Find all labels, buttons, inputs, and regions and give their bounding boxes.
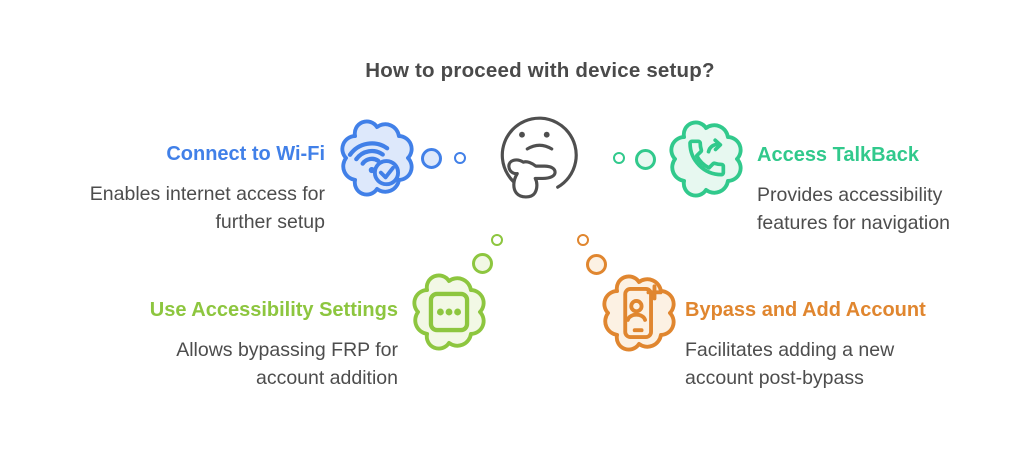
thought-bubble-dot bbox=[577, 234, 589, 246]
thought-bubble-dot bbox=[491, 234, 503, 246]
item-connect-wifi-text: Connect to Wi-Fi Enables internet access… bbox=[90, 143, 325, 236]
bypass-thought-cloud bbox=[596, 270, 682, 356]
phone-forward-icon bbox=[669, 120, 743, 198]
thinking-face-icon bbox=[497, 112, 585, 200]
page-title: How to proceed with device setup? bbox=[365, 59, 715, 82]
accessibility-thought-cloud bbox=[406, 269, 492, 355]
settings-dots-icon bbox=[412, 273, 486, 351]
wifi-thought-cloud bbox=[334, 115, 420, 201]
access-talkback-heading: Access TalkBack bbox=[757, 144, 919, 166]
thought-bubble-dot bbox=[586, 254, 607, 275]
connect-wifi-heading: Connect to Wi-Fi bbox=[166, 143, 325, 165]
item-access-talkback-text: Access TalkBack Provides accessibility f… bbox=[757, 144, 950, 237]
accessibility-settings-description: Allows bypassing FRP for account additio… bbox=[176, 339, 398, 389]
thought-bubble-dot bbox=[472, 253, 493, 274]
connect-wifi-description: Enables internet access for further setu… bbox=[89, 183, 325, 233]
thought-bubble-dot bbox=[421, 148, 442, 169]
bypass-add-account-heading: Bypass and Add Account bbox=[685, 299, 926, 321]
item-accessibility-settings-text: Use Accessibility Settings Allows bypass… bbox=[150, 299, 398, 392]
item-bypass-add-account-text: Bypass and Add Account Facilitates addin… bbox=[685, 299, 926, 392]
accessibility-settings-heading: Use Accessibility Settings bbox=[149, 299, 398, 321]
thought-bubble-dot bbox=[454, 152, 466, 164]
access-talkback-description: Provides accessibility features for navi… bbox=[757, 184, 950, 234]
wifi-check-icon bbox=[340, 119, 414, 197]
bypass-add-account-description: Facilitates adding a new account post-by… bbox=[685, 339, 895, 389]
phone-add-account-icon bbox=[602, 274, 676, 352]
thought-bubble-dot bbox=[635, 149, 656, 170]
thought-bubble-dot bbox=[613, 152, 625, 164]
talkback-thought-cloud bbox=[663, 116, 749, 202]
